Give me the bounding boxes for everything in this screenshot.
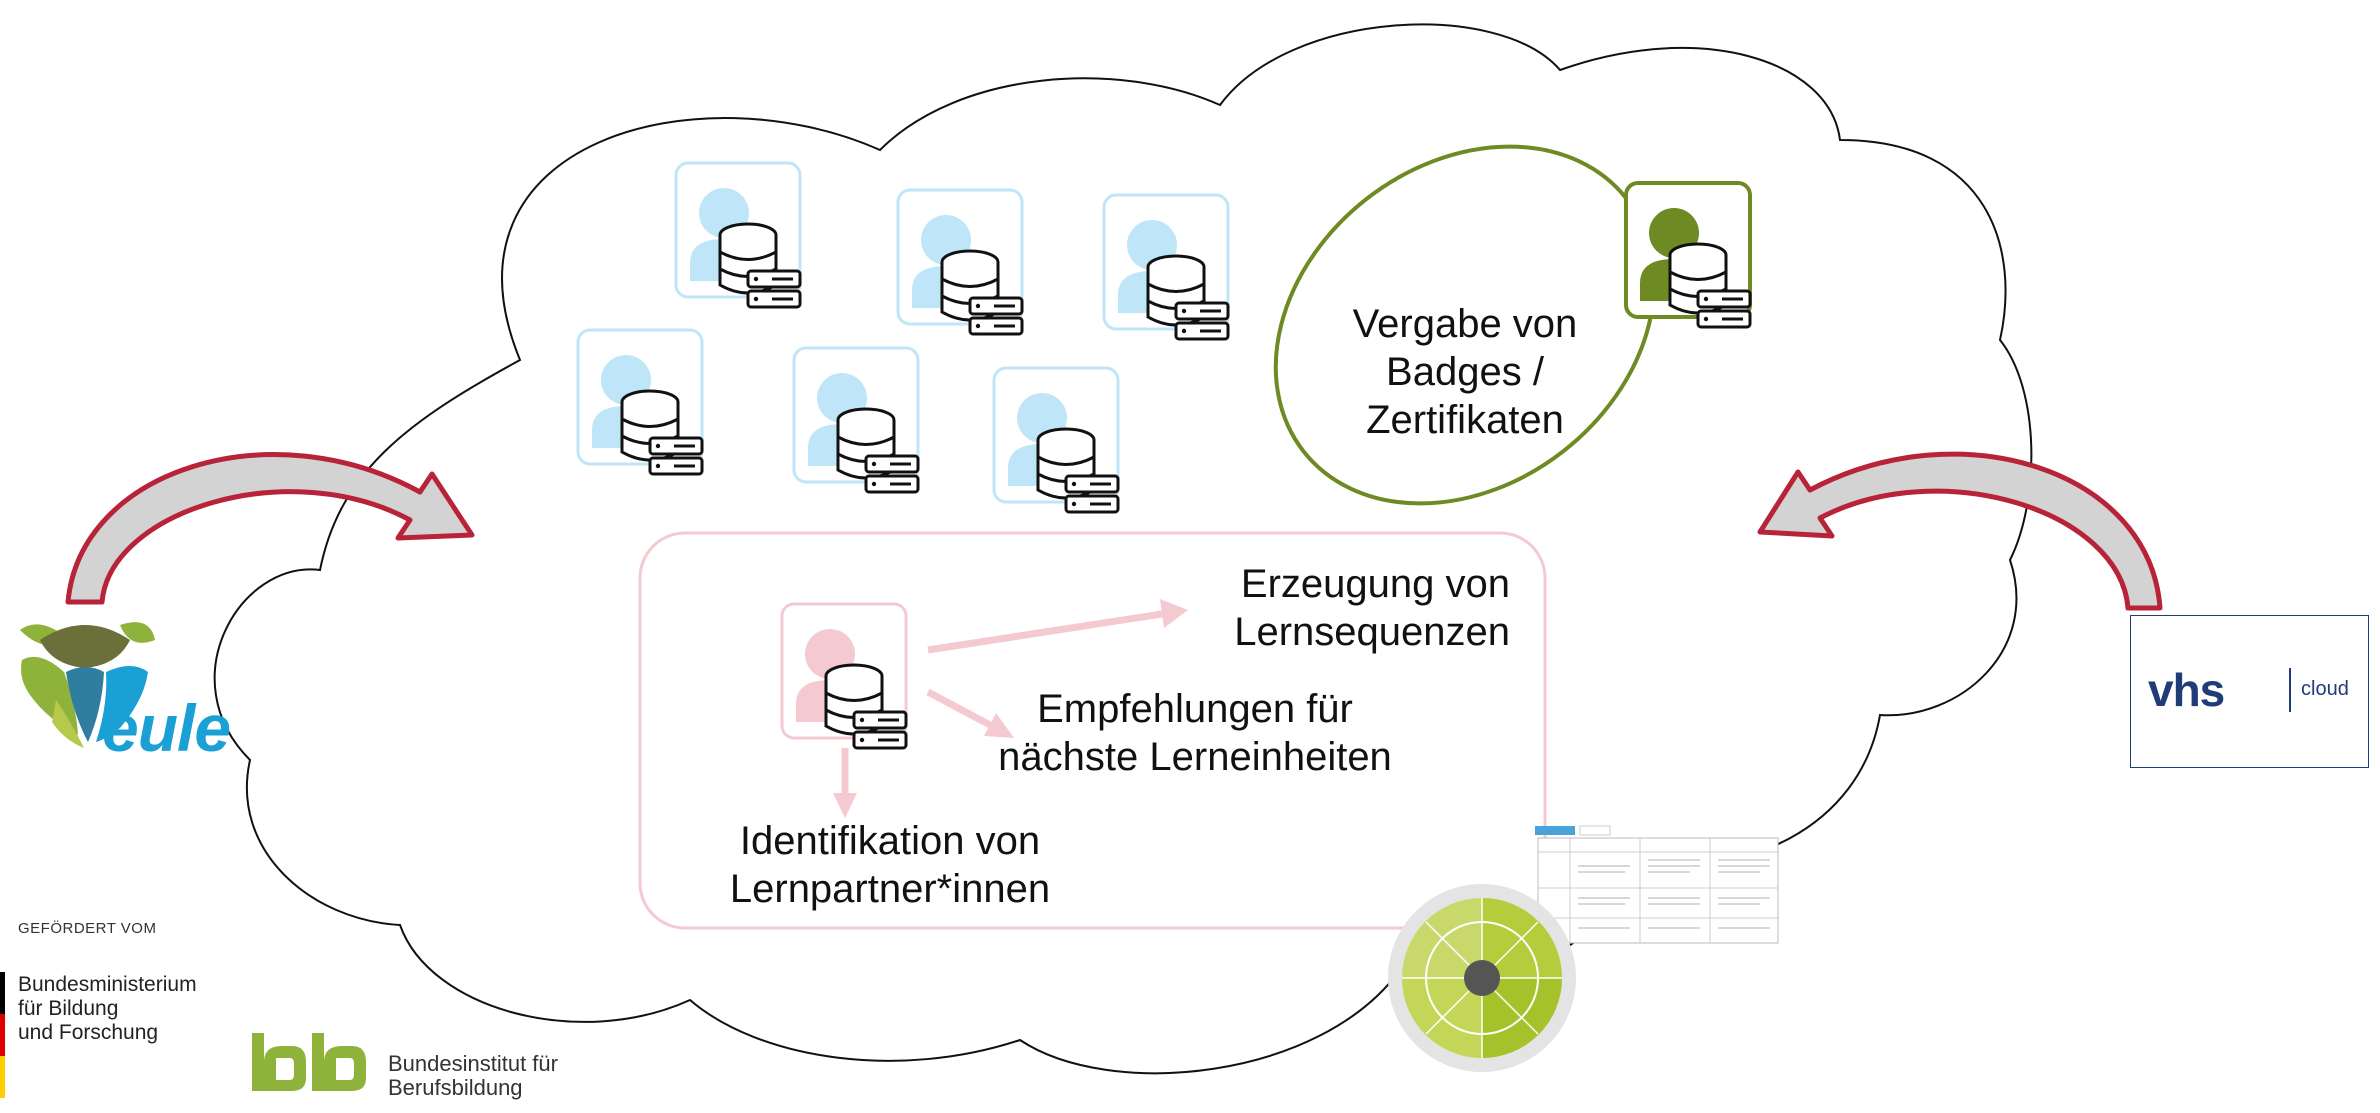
bibb-logo-mark — [252, 1033, 366, 1091]
badge-label-line3: Zertifikaten — [1366, 398, 1564, 442]
recommend-label-line1: Empfehlungen für — [1037, 687, 1353, 731]
learner-icon-4 — [576, 328, 704, 476]
recommend-label-line2: nächste Lerneinheiten — [998, 735, 1392, 779]
bibb-line2: Berufsbildung — [388, 1075, 523, 1100]
badge-learner-icon — [1624, 181, 1752, 329]
vhs-cloud-text: cloud — [2301, 678, 2349, 700]
learner-icon-5 — [792, 346, 920, 494]
funding-note: GEFÖRDERT VOM — [18, 920, 157, 937]
cloud-outline — [213, 23, 2033, 1075]
eule-logo-text: eule — [102, 691, 231, 765]
bibb-line1: Bundesinstitut für — [388, 1051, 558, 1076]
partner-label: Identifikation von Lernpartner*innen — [690, 817, 1090, 913]
profile-box — [638, 531, 1547, 930]
bmbf-logo-text: Bundesministerium für Bildung und Forsch… — [18, 973, 197, 1045]
resource-table-thumbnail — [1535, 825, 1779, 944]
sequence-label-line2: Lernsequenzen — [1234, 610, 1510, 654]
profile-learner-icon — [780, 602, 908, 750]
pink-arrows — [833, 599, 1188, 818]
learner-icon-1 — [674, 161, 802, 309]
learner-icon-3 — [1102, 193, 1230, 341]
badge-label-line2: Badges / — [1386, 350, 1544, 394]
bibb-logo-text: Bundesinstitut für Berufsbildung — [388, 1052, 558, 1100]
vhs-logo-text: vhs — [2148, 664, 2225, 716]
left-curved-arrow — [65, 452, 475, 605]
eule-logo-mark — [20, 622, 155, 748]
bmbf-line1: Bundesministerium — [18, 973, 197, 996]
german-flag-bar — [0, 972, 5, 1098]
bmbf-line2: für Bildung — [18, 997, 119, 1020]
bmbf-line3: und Forschung — [18, 1021, 159, 1044]
right-curved-arrow — [1757, 451, 2163, 611]
competence-wheel-thumbnail — [1388, 884, 1576, 1072]
vhs-logo-separator — [2289, 668, 2291, 712]
learner-icon-6 — [992, 366, 1120, 514]
partner-label-line2: Lernpartner*innen — [729, 867, 1051, 911]
partner-label-line1: Identifikation von — [739, 819, 1041, 863]
learner-icon-2 — [896, 188, 1024, 336]
sequence-label: Erzeugung von Lernsequenzen — [1180, 560, 1510, 656]
vhs-cloud-logo: vhs cloud — [2130, 615, 2369, 768]
badge-label-line1: Vergabe von — [1352, 302, 1578, 346]
badge-label: Vergabe von Badges / Zertifikaten — [1300, 300, 1630, 444]
sequence-label-line1: Erzeugung von — [1240, 562, 1510, 606]
recommend-label: Empfehlungen für nächste Lerneinheiten — [960, 685, 1430, 781]
